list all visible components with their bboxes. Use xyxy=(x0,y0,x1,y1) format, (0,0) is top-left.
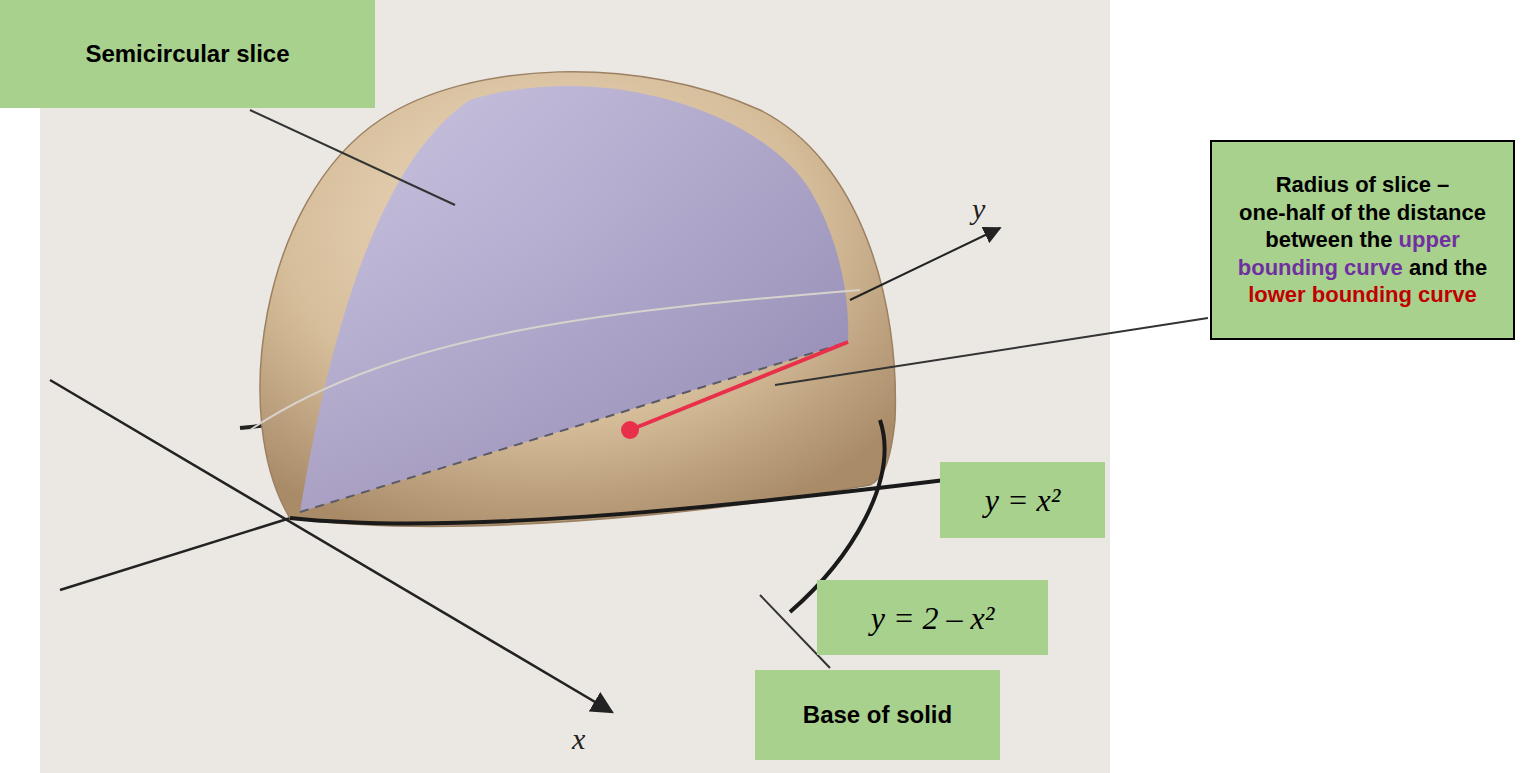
text-word: Radius xyxy=(1276,172,1349,197)
callout-text: y = x² xyxy=(985,480,1061,520)
equation-box: y = x² xyxy=(940,462,1105,538)
slice-diameter xyxy=(300,342,848,512)
text-word: of xyxy=(1331,200,1352,225)
text-word: between xyxy=(1265,227,1353,252)
leader-line xyxy=(250,110,455,205)
callout-box: Radius of slice – one-half of the distan… xyxy=(1210,140,1515,340)
center-dot xyxy=(621,421,639,439)
text-word: curve xyxy=(1418,282,1477,307)
callout-text: y = 2 – x² xyxy=(871,598,995,638)
rim-curve xyxy=(250,290,860,430)
leader-line xyxy=(775,318,1208,385)
text-word: slice xyxy=(1382,172,1431,197)
text-word: – xyxy=(1437,172,1449,197)
lower-curve xyxy=(290,480,945,524)
callout-box: Semicircular slice xyxy=(0,0,375,108)
text-word: and xyxy=(1409,255,1448,280)
axis-line xyxy=(60,515,300,590)
axis-label: y xyxy=(972,192,985,226)
text-word: the xyxy=(1358,200,1391,225)
callout-box: Base of solid xyxy=(755,670,1000,760)
text-word: curve xyxy=(1344,255,1403,280)
photo-ground xyxy=(40,0,1110,773)
text-word: one-half xyxy=(1239,200,1325,225)
text-word: distance xyxy=(1397,200,1486,225)
text-word: bounding xyxy=(1238,255,1338,280)
text-word: lower xyxy=(1248,282,1305,307)
text-word: the xyxy=(1454,255,1487,280)
callout-text: Base of solid xyxy=(803,700,952,730)
text-word: of xyxy=(1355,172,1376,197)
text-word: bounding xyxy=(1312,282,1412,307)
radius-line xyxy=(630,342,848,430)
callout-text: Semicircular slice xyxy=(85,39,289,69)
y-axis xyxy=(850,228,1000,300)
equation-box: y = 2 – x² xyxy=(817,580,1048,655)
solid-dome xyxy=(260,72,895,527)
callout-text: Radius of slice – one-half of the distan… xyxy=(1224,171,1501,309)
text-word: upper xyxy=(1399,227,1460,252)
axis-label: x xyxy=(572,722,585,756)
text-word: the xyxy=(1359,227,1392,252)
